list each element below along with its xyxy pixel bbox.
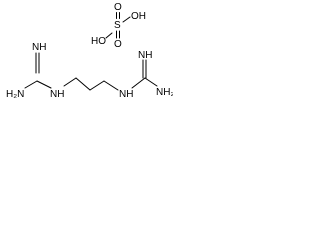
chain-bond-4 bbox=[103, 80, 119, 91]
right-c-nh2-bond bbox=[144, 77, 158, 87]
oxygen-bottom-label: O bbox=[114, 39, 122, 50]
hydroxyl-left-label: HO bbox=[91, 36, 106, 47]
left-c-nh2-bond bbox=[24, 80, 38, 89]
left-c-linker-nh-bond bbox=[36, 80, 52, 89]
right-linker-c-bond bbox=[131, 77, 146, 89]
chemical-structure: O OH S HO O bbox=[0, 0, 173, 111]
chain-bond-1 bbox=[63, 77, 77, 87]
sulfur-label: S bbox=[114, 20, 121, 31]
left-linker-nh-label: NH bbox=[50, 89, 64, 100]
s-oh-right-bond bbox=[122, 16, 131, 23]
chain-bond-2 bbox=[75, 77, 91, 91]
structure-svg: O OH S HO O bbox=[6, 2, 173, 100]
right-linker-nh-label: NH bbox=[119, 89, 133, 100]
s-ho-left-bond bbox=[105, 32, 113, 39]
chain-bond-3 bbox=[89, 80, 105, 91]
organic-backbone: NH H₂N NH NH NH NH₂ bbox=[6, 42, 173, 100]
left-amine-label: H₂N bbox=[6, 89, 24, 100]
left-imine-label: NH bbox=[32, 42, 46, 53]
right-imine-label: NH bbox=[138, 50, 152, 61]
hydroxyl-right-label: OH bbox=[131, 11, 146, 22]
sulfuric-acid-group: O OH S HO O bbox=[91, 2, 146, 50]
oxygen-top-label: O bbox=[114, 2, 122, 13]
right-amine-label: NH₂ bbox=[156, 87, 173, 98]
